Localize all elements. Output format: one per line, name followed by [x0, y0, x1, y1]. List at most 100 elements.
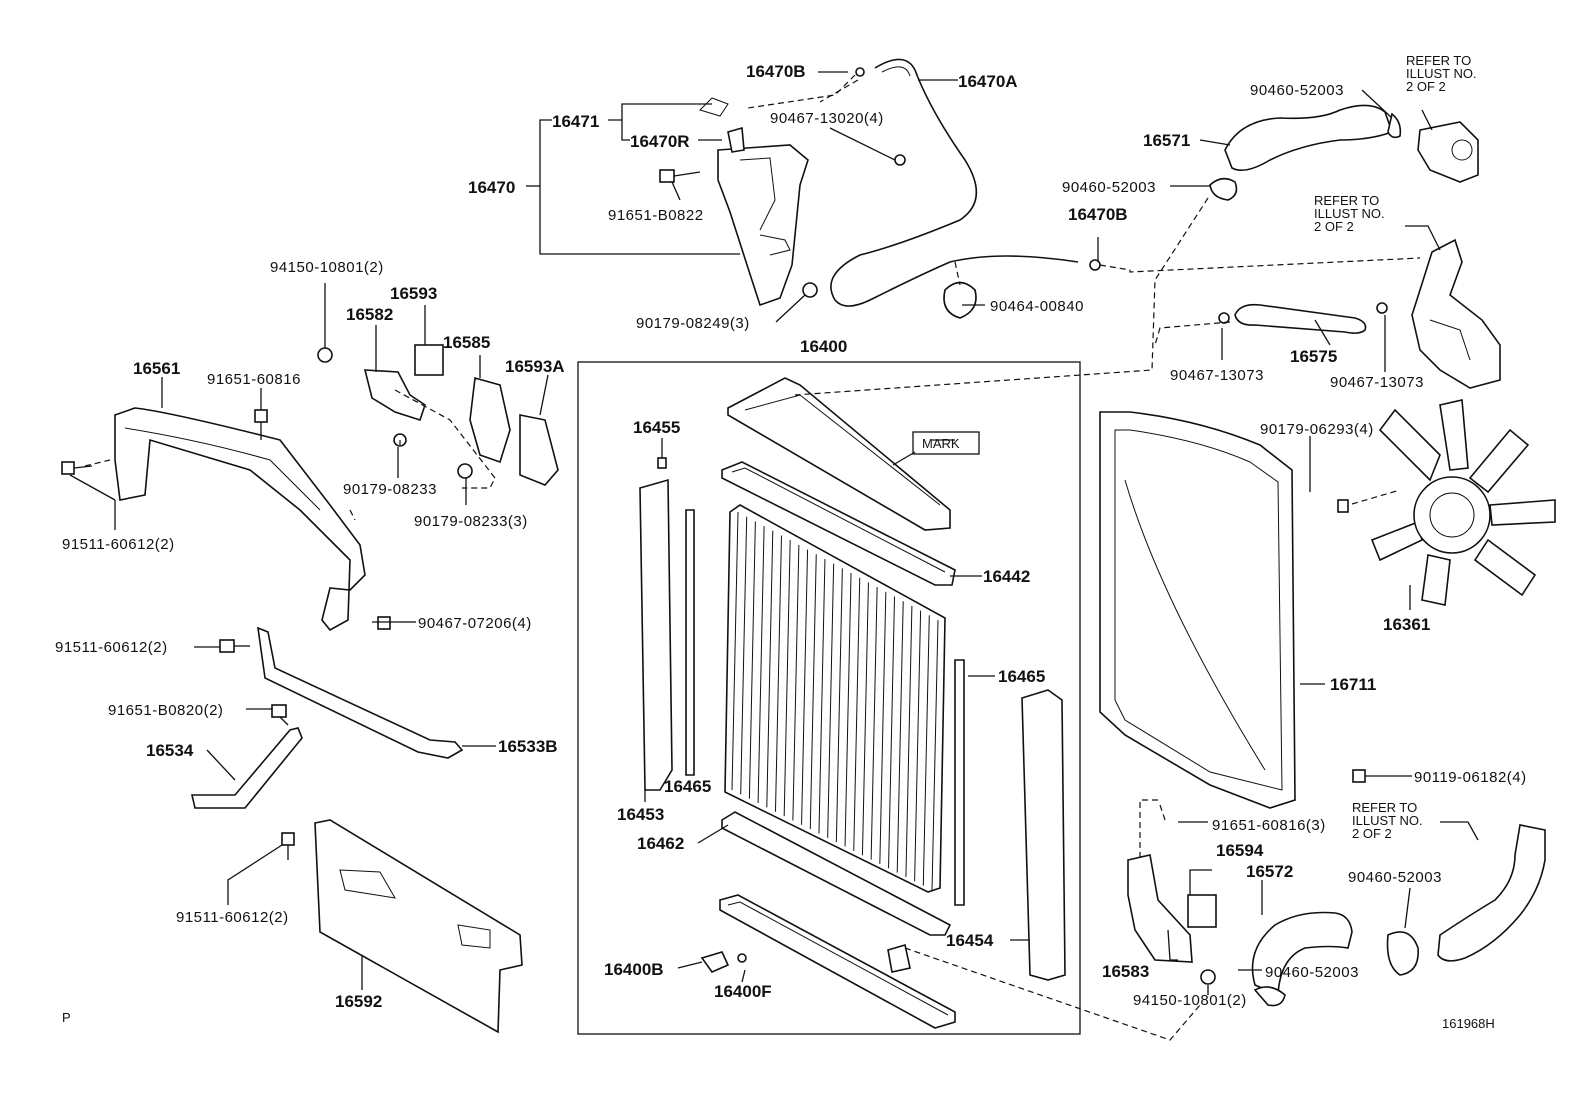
nut-top	[317, 347, 333, 363]
lower-clamp	[1386, 931, 1419, 976]
lower-nut	[1200, 969, 1216, 985]
cooling-fan	[1370, 399, 1556, 606]
label-16400B: 16400B	[604, 960, 664, 979]
mark-box	[912, 431, 980, 455]
radiator-fin	[853, 577, 861, 851]
water-outlet	[1417, 121, 1479, 183]
radiator-fin	[888, 596, 896, 869]
label-16711: 16711	[1330, 675, 1376, 694]
label-16470B-top: 16470B	[746, 62, 806, 81]
radiator-fin	[931, 619, 939, 891]
radiator-fin	[879, 591, 887, 864]
label-16465-left: 16465	[664, 777, 711, 796]
radiator-fin	[809, 554, 817, 830]
label-90460-52003-d: 90460-52003	[1265, 964, 1359, 981]
lower-hose	[1251, 911, 1353, 997]
seal-16465-right	[954, 659, 965, 906]
label-91651-60816: 91651-60816	[207, 371, 301, 388]
label-90467-07206: 90467-07206(4)	[418, 615, 532, 632]
drain-cock	[700, 951, 730, 973]
diagram-id: 161968H	[1442, 1016, 1495, 1031]
stay-16533B	[257, 626, 464, 759]
bypass-clip-a	[1218, 312, 1230, 324]
label-90467-13073-b: 90467-13073	[1330, 374, 1424, 391]
bolt-91651-B0820	[271, 704, 289, 726]
label-91651-B0822: 91651-B0822	[608, 207, 704, 224]
bypass-clip-b	[1376, 302, 1388, 314]
refer-mid-3: 2 OF 2	[1314, 219, 1354, 234]
reservoir-tank	[699, 97, 809, 307]
radiator-fin	[757, 526, 765, 804]
label-16470A: 16470A	[958, 72, 1018, 91]
label-16454: 16454	[946, 931, 994, 950]
label-16575: 16575	[1290, 347, 1337, 366]
radiator-fin	[731, 511, 739, 791]
refer-mid-1: REFER TO	[1314, 193, 1379, 208]
label-16593A: 16593A	[505, 357, 565, 376]
cushion-16593	[414, 344, 444, 376]
label-90460-52003-a: 90460-52003	[1250, 82, 1344, 99]
bolt-left-1	[61, 461, 93, 475]
hose-clamp-small	[894, 154, 906, 166]
bracket-16593A	[519, 414, 559, 486]
refer-top-2: ILLUST NO.	[1406, 66, 1477, 81]
label-16470: 16470	[468, 178, 515, 197]
shroud-bolt	[1352, 769, 1385, 783]
radiator-fin	[861, 582, 869, 856]
upper-hose	[1224, 104, 1394, 171]
support-bracket-16582	[363, 369, 426, 422]
refer-bot-3: 2 OF 2	[1352, 826, 1392, 841]
radiator-fin	[766, 530, 774, 808]
inlet-housing	[1411, 238, 1501, 389]
bolt-90467-07206	[372, 616, 400, 630]
bypass-hose	[1234, 303, 1367, 334]
side-support-16453	[639, 457, 673, 791]
label-16571: 16571	[1143, 131, 1190, 150]
label-16585: 16585	[443, 333, 490, 352]
label-16470B-mid: 16470B	[1068, 205, 1128, 224]
label-90119-06182: 90119-06182(4)	[1414, 769, 1527, 786]
mark-label: MARK	[922, 436, 960, 451]
label-16465-right: 16465	[998, 667, 1045, 686]
refer-top-1: REFER TO	[1406, 53, 1471, 68]
label-94150-10801-bot: 94150-10801(2)	[1133, 992, 1247, 1009]
drain-outlet	[887, 943, 911, 973]
hose-clip	[855, 67, 865, 77]
hose-clamp-mid	[1209, 177, 1238, 201]
label-90179-08249: 90179-08249(3)	[636, 315, 750, 332]
label-90464-00840: 90464-00840	[990, 298, 1084, 315]
radiator-fin	[774, 535, 782, 812]
fan-nut	[1337, 499, 1349, 513]
radiator-fin	[844, 573, 852, 847]
radiator-fin	[896, 601, 904, 873]
label-16455: 16455	[633, 418, 680, 437]
label-90467-13020: 90467-13020(4)	[770, 110, 884, 127]
bolt-left-3	[281, 832, 295, 860]
part-labels: 16470B 16470A 16471 16470R 16470 90467-1…	[55, 53, 1527, 1011]
outlet-pipe	[1437, 824, 1546, 962]
label-91651-60816-3: 91651-60816(3)	[1212, 817, 1326, 834]
radiator-fin	[835, 568, 843, 843]
seal-16465-left	[685, 509, 695, 776]
label-16471: 16471	[552, 112, 599, 131]
label-91511-60612-b: 91511-60612(2)	[55, 639, 168, 656]
label-16583: 16583	[1102, 962, 1149, 981]
label-91511-60612-a: 91511-60612(2)	[62, 536, 175, 553]
radiator-fin	[792, 544, 800, 821]
label-16442: 16442	[983, 567, 1030, 586]
reservoir-bolt	[659, 169, 701, 183]
radiator-fin	[783, 540, 791, 817]
label-16533B: 16533B	[498, 737, 558, 756]
radiator-fin	[914, 610, 922, 882]
label-16462: 16462	[637, 834, 684, 853]
stay-16534	[190, 727, 303, 809]
label-16400F: 16400F	[714, 982, 772, 1001]
label-90467-13073-a: 90467-13073	[1170, 367, 1264, 384]
radiator-assy-box	[577, 361, 1081, 1035]
label-16361: 16361	[1383, 615, 1430, 634]
bolt-91651-60816	[254, 409, 268, 440]
radiator-core	[724, 504, 946, 893]
label-90179-08233-3: 90179-08233(3)	[414, 513, 528, 530]
